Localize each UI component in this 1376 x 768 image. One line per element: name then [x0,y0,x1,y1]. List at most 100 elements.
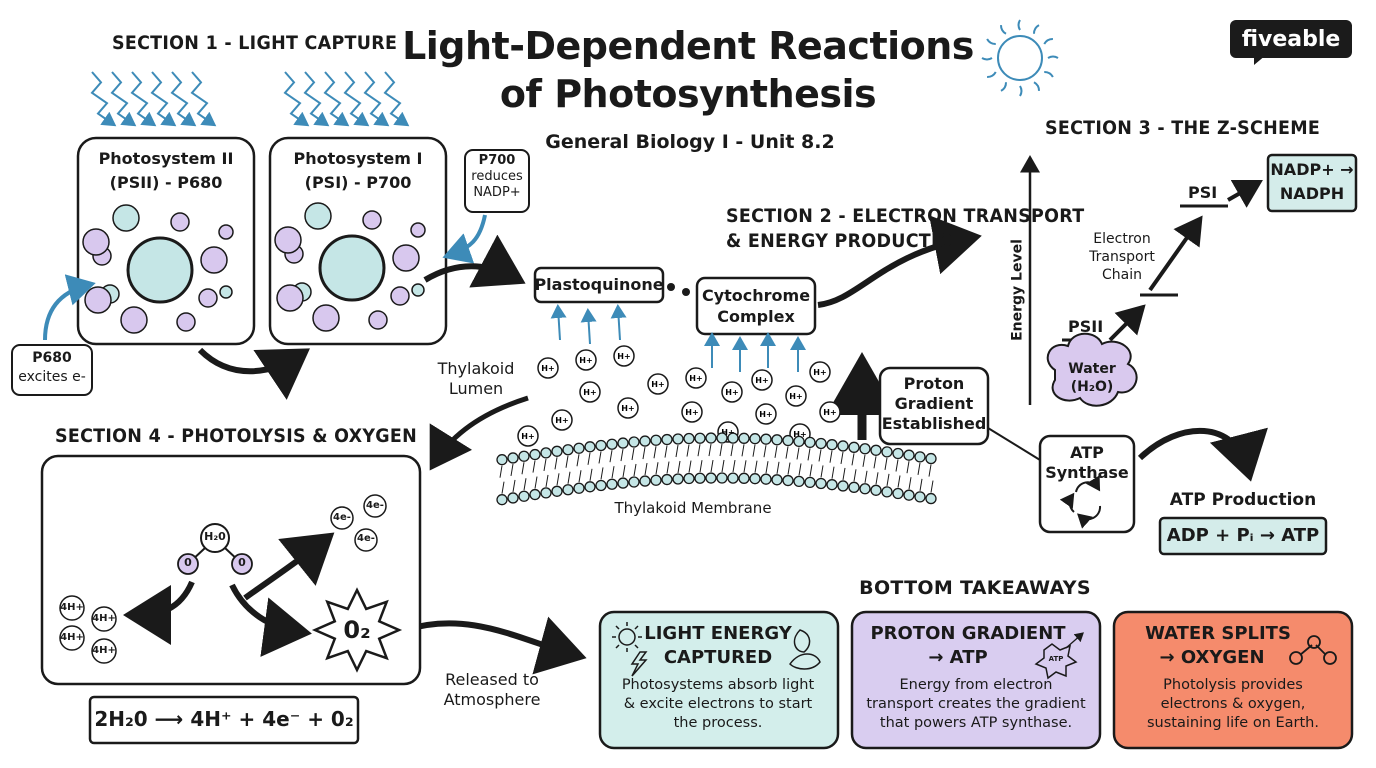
lipid-tail [787,462,791,475]
proton-label: H+ [651,380,664,389]
lipid-head [606,438,618,450]
lipid-tail [842,467,846,481]
zscheme-arrow-3 [1227,180,1263,208]
card3-title: WATER SPLITS [1145,623,1291,644]
psii-label: Photosystem II [98,149,234,168]
lipid-tail [752,444,756,457]
lipid-tail [853,469,857,482]
card-proton-gradient [850,610,1102,750]
proton [785,385,807,407]
lipid-tail [677,460,681,474]
card2-title-line2: → ATP [928,647,988,668]
p700-note-line2: reduces [471,169,523,184]
oxygen-atom-left: 0 [184,556,192,569]
lumen-label-line2: Lumen [448,379,504,398]
lipid-head [881,446,893,458]
section2-heading-line2: & ENERGY PRODUCTION [726,230,968,252]
lipid-head [793,475,805,488]
lipid-tail [697,444,701,457]
p700-pointer-arrow [442,214,487,264]
lipid-head [595,479,607,492]
pigment [392,244,420,272]
light-ray [110,71,137,127]
lipid-head [760,433,772,445]
lipid-tail [765,461,769,474]
pigment [198,288,218,308]
electron [354,528,378,552]
proton-label-4: 4H+ [92,645,116,656]
lipid-tail [721,459,725,473]
proton [537,357,559,379]
lipid-head [815,437,827,450]
lipid-tail [653,446,657,459]
lipid-tail [589,468,593,481]
sun-ray [981,57,993,61]
light-ray [323,71,350,127]
lipid-tail [851,453,855,466]
arrow-o2-to-takeaways [404,616,587,675]
lipid-tail [556,473,560,486]
lipid-head [727,472,739,484]
nadph-label: NADPH [1279,184,1345,203]
arrow-psi-to-plastoquinone [423,234,526,288]
lipid-tail [776,461,780,474]
cytochrome-label: Cytochrome [701,286,811,305]
proton-gradient-box [878,366,990,446]
atp-equation: ADP + Pᵢ → ATP [1166,525,1320,546]
pigment [411,283,425,297]
lipid-head [826,439,838,451]
arrow-water-to-protons [123,580,195,645]
lipid-tail [785,446,789,459]
lipid-head [903,489,915,501]
lipid-head [925,492,937,505]
lipid-head [870,444,882,456]
lipid-head [540,487,552,499]
card3-body-line2: electrons & oxygen, [1160,696,1306,712]
electron-label-2: 4e- [366,500,384,511]
proton-label-2: 4H+ [92,613,116,624]
lipid-head [551,485,563,497]
water-formula: (H₂O) [1070,379,1114,395]
logo-tail [1254,55,1266,65]
card1-title: LIGHT ENERGY [644,623,792,644]
proton [819,401,841,423]
proton-cloud: H+H+H+H+H+H+H+H+H+H+H+H+H+H+H+H+H+H+ [517,345,841,447]
lipid-head [716,472,728,484]
lipid-head [507,452,519,464]
lipid-head [584,441,596,453]
proton-label: H+ [689,374,702,383]
lipid-head [617,437,629,449]
light-ray [170,71,197,127]
lipid-head [848,481,860,493]
lipid-tail [499,465,503,478]
pigment [410,222,426,238]
p680-note-box [11,344,93,396]
light-ray [303,71,330,127]
lipid-tail [807,448,811,461]
gradient-label-line3: Established [881,414,987,433]
pigment [390,286,410,306]
oxygen-atom-right: 0 [238,556,246,569]
lipid-tail [554,457,558,470]
p700-note-line1: P700 [478,153,516,168]
lipid-tail [743,460,747,473]
lipid-head [804,436,816,449]
sun-ray [1000,82,1008,92]
lipid-tail [633,463,637,477]
lipid-head [650,434,662,446]
lipid-tail [620,448,624,462]
proton [517,425,539,447]
etc-label-line3: Chain [1102,267,1142,283]
electron-label-3: 4e- [357,533,375,544]
lipid-tail [897,475,901,488]
released-label-line2: Atmosphere [443,690,541,709]
proton-label: H+ [721,428,734,437]
lipid-tail [798,463,802,476]
lipid-head [661,473,673,486]
proton-label: H+ [617,352,630,361]
lipid-tail [820,465,824,478]
card1-body-line3: the process. [673,715,763,731]
lipid-head [672,473,684,485]
light-ray [283,71,310,127]
lipid-tail [930,480,934,493]
